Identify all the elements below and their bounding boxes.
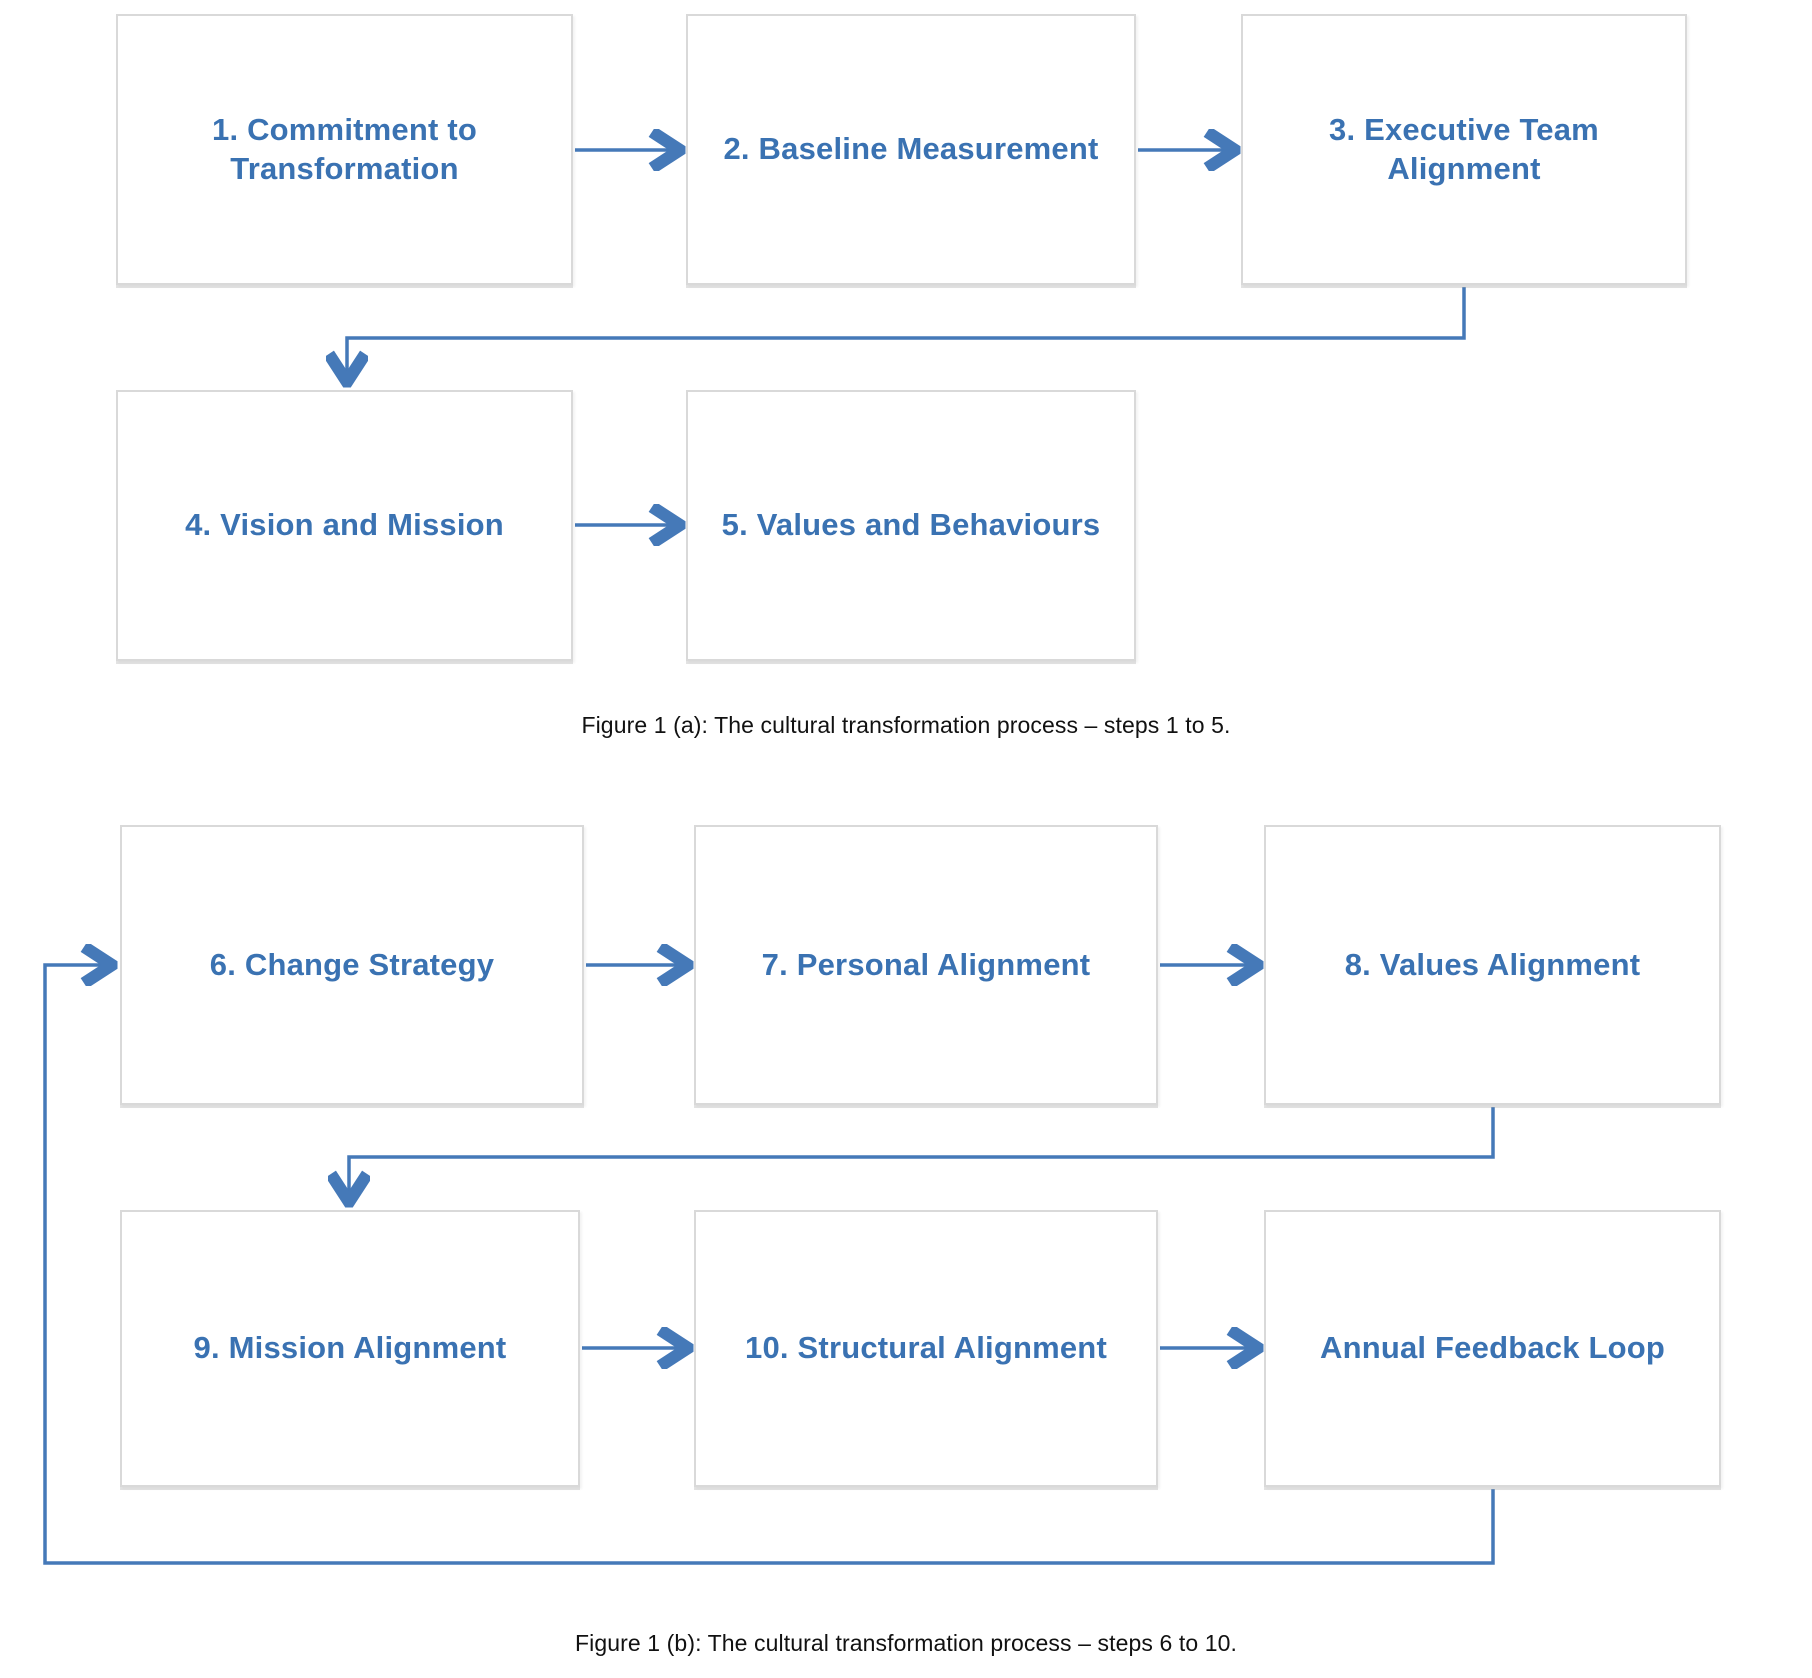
- step-box-8-values-alignment: 8. Values Alignment: [1264, 825, 1721, 1105]
- step-box-label: 9. Mission Alignment: [193, 1330, 507, 1366]
- step-box-6-change-strategy: 6. Change Strategy: [120, 825, 584, 1105]
- step-box-label: 10. Structural Alignment: [745, 1330, 1107, 1366]
- step-box-7-personal-alignment: 7. Personal Alignment: [694, 825, 1158, 1105]
- step-box-label: 8. Values Alignment: [1344, 946, 1641, 982]
- step-box-10-structural-alignment: 10. Structural Alignment: [694, 1210, 1158, 1487]
- elbow-arrow-step3-to-step4: [347, 287, 1466, 382]
- step-box-label: Annual Feedback Loop: [1319, 1330, 1666, 1366]
- elbow-arrow-step8-to-step9: [349, 1107, 1495, 1202]
- step-box-label: 2. Baseline Measurement: [723, 131, 1099, 167]
- annual-feedback-loop-box: Annual Feedback Loop: [1264, 1210, 1721, 1487]
- step-box-label: 4. Vision and Mission: [185, 507, 504, 543]
- step-box-label: 5. Values and Behaviours: [721, 507, 1101, 543]
- step-box-label: 1. Commitment to Transformation: [212, 111, 477, 186]
- figure-b-caption: Figure 1 (b): The cultural transformatio…: [575, 1630, 1237, 1656]
- step-box-2-baseline-measurement: 2. Baseline Measurement: [686, 14, 1136, 285]
- step-box-label: 3. Executive Team Alignment: [1329, 111, 1599, 186]
- step-box-4-vision-and-mission: 4. Vision and Mission: [116, 390, 573, 661]
- step-box-5-values-and-behaviours: 5. Values and Behaviours: [686, 390, 1136, 661]
- step-box-1-commitment-to-transformation: 1. Commitment to Transformation: [116, 14, 573, 285]
- step-box-label: 7. Personal Alignment: [761, 946, 1091, 982]
- step-box-label: 6. Change Strategy: [209, 946, 495, 982]
- figure-a-caption: Figure 1 (a): The cultural transformatio…: [581, 712, 1231, 738]
- step-box-9-mission-alignment: 9. Mission Alignment: [120, 1210, 580, 1487]
- step-box-3-executive-team-alignment: 3. Executive Team Alignment: [1241, 14, 1687, 285]
